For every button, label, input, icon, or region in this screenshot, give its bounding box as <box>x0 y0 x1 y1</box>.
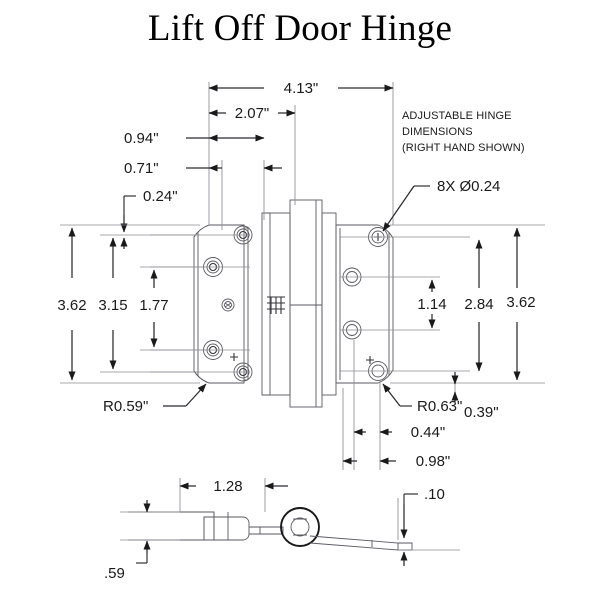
page-title: Lift Off Door Hinge <box>147 8 453 49</box>
dimension-label-0-24: 0.24" <box>143 188 178 205</box>
dimension-label-0-39: 0.39" <box>464 404 499 421</box>
left-leaf-holes <box>203 225 253 382</box>
dimension-label-2-07: 2.07" <box>235 105 270 122</box>
dimension-0-98: 0.98" <box>342 453 451 470</box>
dimension-0-71: 0.71" <box>124 160 282 177</box>
dimension-label-right-1-14: 1.14 <box>417 296 446 313</box>
side-view-dimensions: 1.28 .59 .10 <box>104 478 460 582</box>
hinge-front-view <box>150 199 470 408</box>
dimension-label-left-1-77: 1.77 <box>139 297 168 314</box>
dimension-label-left-3-15: 3.15 <box>98 297 127 314</box>
dimension-label-0-98: 0.98" <box>416 453 451 470</box>
bottom-right-dimensions: 0.39" 0.44" 0.98" <box>342 340 499 470</box>
dimension-0-44: 0.44" <box>353 424 446 441</box>
knuckle-detail <box>267 296 285 314</box>
left-dimensions: 3.62 3.15 1.77 <box>57 224 210 384</box>
radius-label-0-59: R0.59" <box>103 398 148 415</box>
dimension-0-24: 0.24" <box>120 188 178 249</box>
radius-label-0-63: R0.63" <box>417 398 462 415</box>
note-line-3: (RIGHT HAND SHOWN) <box>402 142 525 154</box>
dimension-label-left-3-62: 3.62 <box>57 297 86 314</box>
dimension-label-0-94: 0.94" <box>124 130 159 147</box>
dimension-2-07: 2.07" <box>208 105 296 122</box>
radius-callout-left: R0.59" <box>103 383 207 415</box>
hinge-side-view <box>128 507 413 551</box>
dimension-label-0-10: .10 <box>424 486 445 503</box>
left-leaf-plate <box>193 224 249 384</box>
dimension-0-10: .10 <box>400 486 445 566</box>
dimension-right-2-84: 2.84 <box>464 239 494 372</box>
note-line-1: ADJUSTABLE HINGE <box>402 110 512 122</box>
right-leaf-plate <box>335 224 394 384</box>
dimension-left-1-77: 1.77 <box>139 269 169 348</box>
dimension-1-28: 1.28 <box>179 478 288 495</box>
note-line-2: DIMENSIONS <box>402 126 473 138</box>
dimension-left-3-62: 3.62 <box>57 227 87 381</box>
dimension-label-0-71: 0.71" <box>124 160 159 177</box>
dimension-label-right-2-84: 2.84 <box>464 296 493 313</box>
radius-callout-right: R0.63" <box>382 383 462 415</box>
right-leaf-holes <box>342 227 388 381</box>
dimension-label-0-59-side: .59 <box>104 565 125 582</box>
center-knuckle <box>261 199 337 408</box>
dimension-label-4-13: 4.13" <box>284 80 319 97</box>
dimension-right-3-62: 3.62 <box>506 227 536 381</box>
hole-callout-label: 8X Ø0.24 <box>437 178 500 195</box>
dimension-0-39: 0.39" <box>451 372 499 421</box>
hole-callout: 8X Ø0.24 <box>382 178 500 232</box>
dimension-label-right-3-62: 3.62 <box>506 294 535 311</box>
top-dimensions: 4.13" 2.07" 0.94" 0.71" <box>120 80 394 249</box>
dimension-left-3-15: 3.15 <box>98 237 128 370</box>
dimension-0-59-side: .59 <box>104 500 151 582</box>
right-dimensions: 1.14 2.84 3.62 <box>390 224 545 384</box>
dimension-0-94: 0.94" <box>124 130 265 147</box>
dimension-label-1-28: 1.28 <box>213 478 242 495</box>
dimension-right-1-14: 1.14 <box>417 279 447 329</box>
note-block: ADJUSTABLE HINGE DIMENSIONS (RIGHT HAND … <box>402 110 525 154</box>
dimension-4-13: 4.13" <box>208 80 394 97</box>
dimension-label-0-44: 0.44" <box>411 424 446 441</box>
